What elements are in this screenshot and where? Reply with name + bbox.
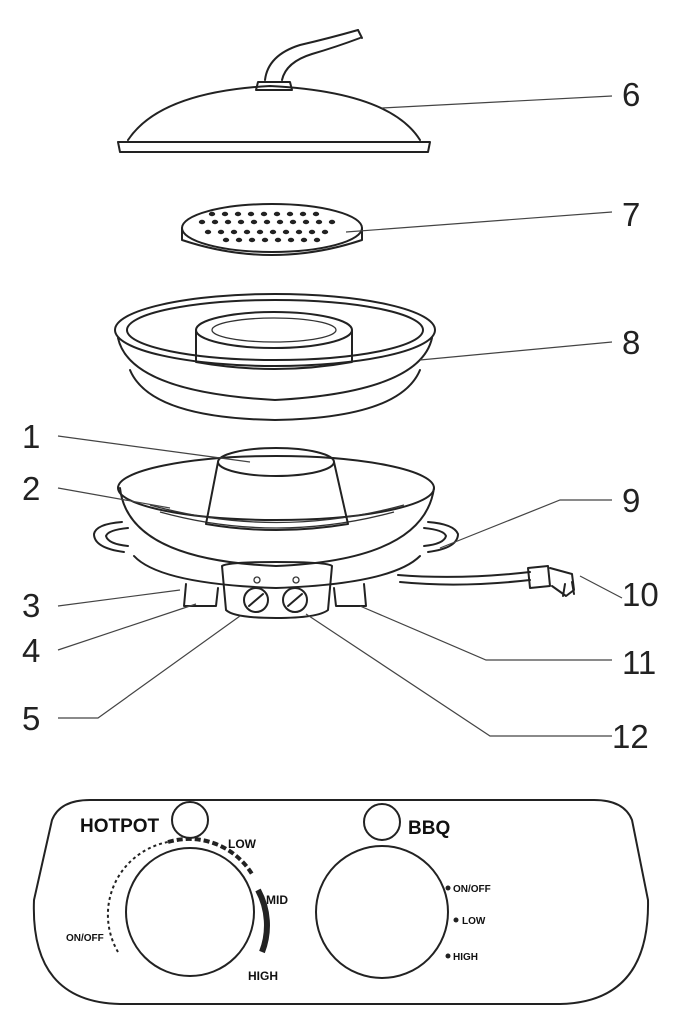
grill-hole: [260, 211, 268, 217]
leader-7: [345, 211, 613, 233]
base-pot: [93, 447, 575, 619]
bbq-dial: [315, 845, 449, 979]
leader-9: [439, 499, 612, 549]
grill-hole: [224, 219, 232, 225]
callout-5: 5: [22, 700, 40, 737]
leader-12: [305, 613, 612, 737]
grill-hole: [269, 229, 277, 235]
leader-8: [419, 341, 613, 361]
callout-11: 11: [622, 644, 656, 681]
callout-4: 4: [22, 632, 40, 669]
grill-hole: [274, 237, 282, 243]
grill-hole: [222, 237, 230, 243]
leader-10: [579, 575, 623, 599]
grill-hole: [287, 237, 295, 243]
grill-plate: [181, 203, 363, 256]
grill-hole: [261, 237, 269, 243]
grill-hole: [256, 229, 264, 235]
callout-2: 2: [22, 470, 40, 507]
callout-6: 6: [622, 76, 640, 113]
grill-hole: [208, 211, 216, 217]
grill-hole: [248, 237, 256, 243]
grill-hole: [276, 219, 284, 225]
leader-lines: [57, 95, 623, 737]
grill-hole: [299, 211, 307, 217]
hotpot-indicator-light: [171, 801, 209, 839]
grill-hole: [217, 229, 225, 235]
grill-hole: [313, 237, 321, 243]
control-panel-detail: HOTPOT BBQ LOW MID HIGH ON/OFF ON/OFF LO…: [32, 799, 650, 1005]
grill-hole: [302, 219, 310, 225]
leader-11: [359, 605, 612, 661]
grill-hole: [315, 219, 323, 225]
grill-hole: [321, 229, 329, 235]
callout-7: 7: [622, 196, 640, 233]
grill-hole: [273, 211, 281, 217]
grill-hole: [308, 229, 316, 235]
grill-hole: [289, 219, 297, 225]
bbq-label: BBQ: [408, 818, 450, 839]
callout-10: 10: [622, 576, 659, 613]
leader-1: [57, 435, 251, 463]
grill-hole: [312, 211, 320, 217]
callout-3: 3: [22, 587, 40, 624]
callout-numbers: 6 7 8 1 2 9 3 10 4 11 5 12: [22, 76, 659, 755]
hotpot-low-label: LOW: [228, 837, 257, 851]
grill-hole: [235, 237, 243, 243]
grill-hole: [286, 211, 294, 217]
hotpot-dial: [125, 847, 255, 977]
grill-hole: [237, 219, 245, 225]
lid: [117, 29, 431, 153]
hotpot-onoff-label: ON/OFF: [66, 933, 104, 944]
grill-hole: [221, 211, 229, 217]
grill-hole: [234, 211, 242, 217]
hotpot-high-label: HIGH: [248, 969, 278, 983]
grill-hole: [247, 211, 255, 217]
callout-12: 12: [612, 718, 649, 755]
grill-hole: [263, 219, 271, 225]
callout-8: 8: [622, 324, 640, 361]
bbq-indicator-light: [363, 803, 401, 841]
bbq-onoff-label: ON/OFF: [453, 884, 491, 895]
grill-hole: [328, 219, 336, 225]
leader-3: [57, 589, 181, 607]
grill-hole: [295, 229, 303, 235]
callout-1: 1: [22, 418, 40, 455]
bbq-low-label: LOW: [462, 916, 486, 927]
grill-hole: [250, 219, 258, 225]
callout-9: 9: [622, 482, 640, 519]
grill-hole: [300, 237, 308, 243]
grill-hole: [211, 219, 219, 225]
leader-6: [381, 95, 613, 109]
hotpot-insert: [114, 293, 436, 421]
bbq-high-label: HIGH: [453, 952, 478, 963]
leader-2: [57, 487, 171, 509]
grill-hole: [198, 219, 206, 225]
grill-hole: [282, 229, 290, 235]
grill-hole: [204, 229, 212, 235]
leader-5: [58, 615, 241, 719]
grill-hole: [243, 229, 251, 235]
hotpot-label: HOTPOT: [80, 816, 160, 837]
leader-4: [57, 603, 197, 651]
hotpot-mid-label: MID: [266, 893, 288, 907]
grill-hole: [230, 229, 238, 235]
